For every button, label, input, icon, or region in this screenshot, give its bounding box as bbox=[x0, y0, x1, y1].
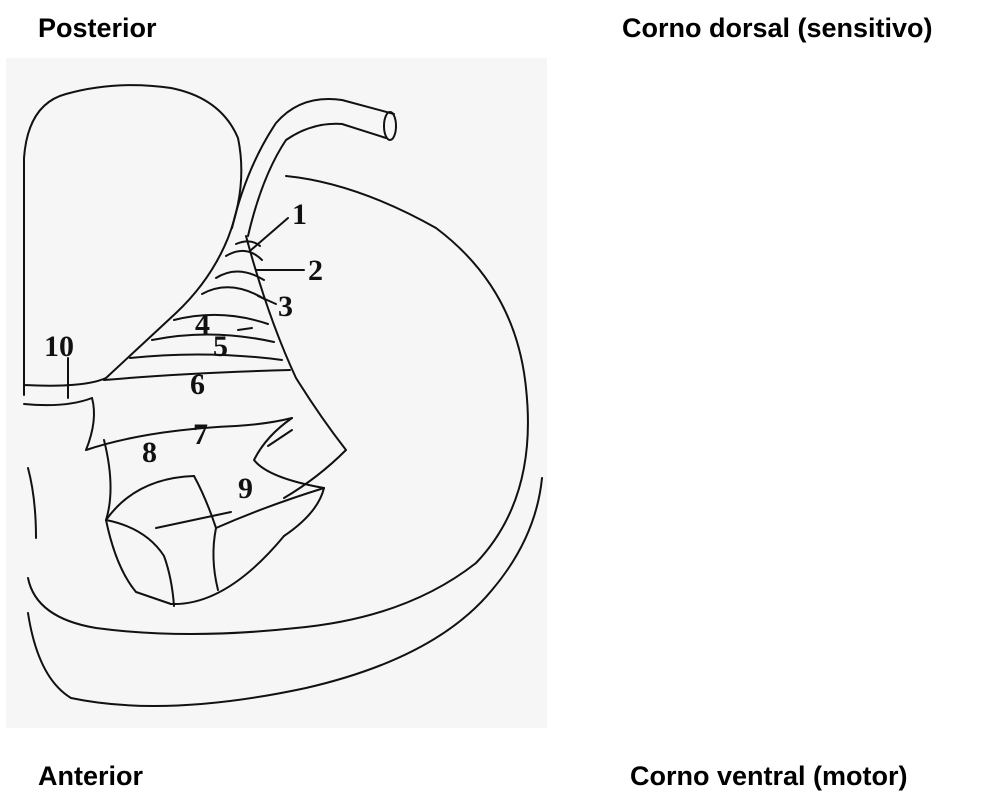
lamina-5-label: 5 bbox=[213, 330, 228, 363]
lamina-2-label: 2 bbox=[308, 254, 323, 287]
posterior-label: Posterior bbox=[38, 12, 157, 44]
dorsal-horn-label: Corno dorsal (sensitivo) bbox=[622, 12, 933, 44]
lamina-3-label: 3 bbox=[278, 290, 293, 323]
lamina-9-label: 9 bbox=[238, 472, 253, 505]
spinal-cord-laminae-diagram: 1 2 3 4 5 6 7 8 9 10 bbox=[6, 58, 547, 728]
lamina-7-label: 7 bbox=[193, 418, 208, 451]
ventral-horn-label: Corno ventral (motor) bbox=[630, 760, 908, 792]
lamina-4-label: 4 bbox=[195, 308, 210, 341]
anterior-label: Anterior bbox=[38, 760, 143, 792]
lamina-10-label: 10 bbox=[44, 330, 74, 363]
dorsal-horn-outline bbox=[246, 236, 346, 498]
cord-outline bbox=[28, 176, 528, 634]
lamina-1-label: 1 bbox=[292, 198, 307, 231]
lamina-8-label: 8 bbox=[142, 436, 157, 469]
lamina-6-label: 6 bbox=[190, 368, 205, 401]
